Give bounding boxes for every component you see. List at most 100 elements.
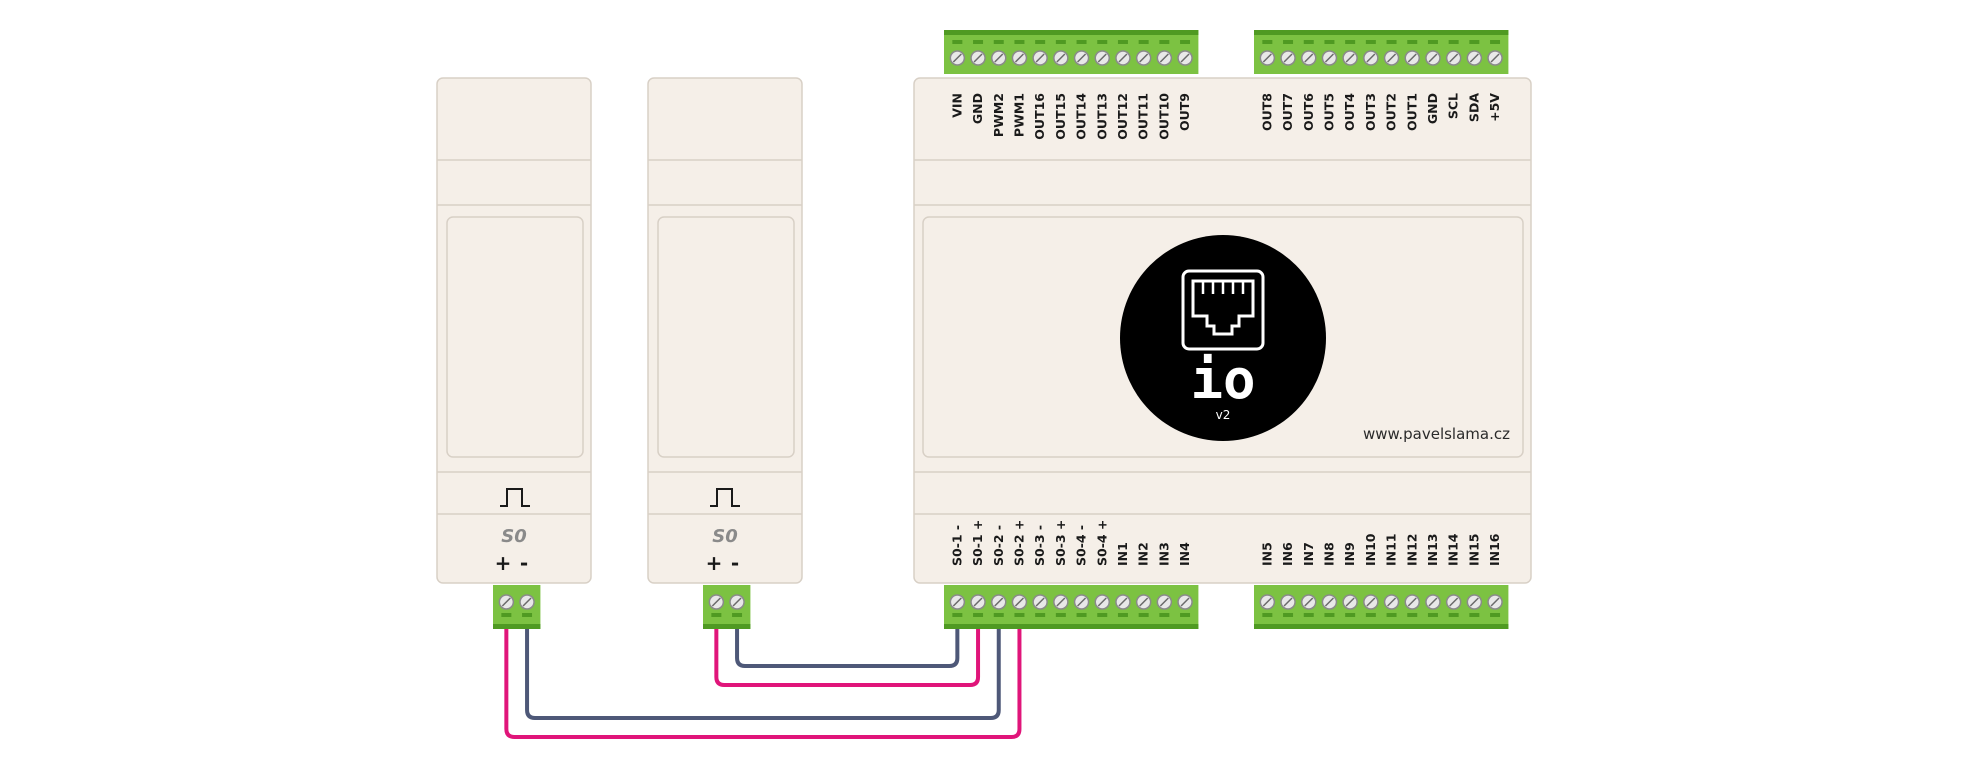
io-module: io v2 www.pavelslama.cz: [913, 77, 1532, 584]
terminal-body: [1254, 585, 1509, 629]
screw-slot: [1056, 597, 1066, 607]
pin-label: IN5: [1259, 542, 1274, 566]
screw-slot: [1014, 597, 1024, 607]
screw-slot: [994, 597, 1004, 607]
terminal-tab: [1014, 40, 1025, 44]
screw-slot: [973, 597, 983, 607]
terminal-tab: [993, 40, 1004, 44]
screw-slot: [1139, 597, 1149, 607]
terminal-tab: [1283, 40, 1294, 44]
meter-1-plus-label: +: [495, 551, 512, 575]
screw-slot: [1345, 53, 1355, 63]
terminal-tab: [1097, 613, 1108, 617]
terminal-tab: [1117, 40, 1128, 44]
screw-slot: [1449, 53, 1459, 63]
pin-label: GND: [1425, 93, 1440, 124]
terminal-tab: [711, 613, 722, 617]
pin-label: OUT9: [1177, 93, 1192, 131]
terminal-tab: [732, 613, 743, 617]
terminal-tab: [1159, 40, 1170, 44]
terminal-body: [944, 30, 1199, 74]
wire-meter-1-minus: [525, 618, 1001, 720]
pin-label: OUT16: [1032, 93, 1047, 140]
wires: [504, 618, 1022, 739]
terminal-body: [703, 585, 751, 629]
terminal-tab: [952, 40, 963, 44]
bottom-right-terminal-block: [1254, 585, 1509, 629]
pin-label: SDA: [1466, 93, 1481, 122]
screw-slot: [1159, 597, 1169, 607]
s0-meter-1: S0 + -: [436, 77, 592, 584]
io-version-label: v2: [1216, 408, 1231, 422]
pin-label: OUT8: [1259, 93, 1274, 131]
pin-label: OUT10: [1156, 93, 1171, 140]
pin-label: IN11: [1384, 533, 1399, 566]
terminal-tab: [1407, 613, 1418, 617]
pin-label: OUT5: [1321, 93, 1336, 131]
screw-slot: [1428, 53, 1438, 63]
terminal-tab: [1427, 40, 1438, 44]
pin-label: S0-3 -: [1032, 525, 1047, 566]
screw-slot: [1469, 597, 1479, 607]
terminal-tab: [1262, 40, 1273, 44]
square-pulse-icon: [710, 488, 740, 507]
pin-label: S0-2 +: [1011, 520, 1026, 566]
pin-label: VIN: [949, 93, 964, 118]
terminal-tab: [1345, 613, 1356, 617]
screw-slot: [1097, 597, 1107, 607]
terminal-tab: [1014, 613, 1025, 617]
pin-label: IN16: [1487, 533, 1502, 566]
terminal-body: [1254, 30, 1509, 74]
terminal-tab: [1303, 40, 1314, 44]
pin-label: OUT3: [1363, 93, 1378, 131]
pin-label: OUT14: [1074, 93, 1089, 140]
terminal-tab: [1427, 613, 1438, 617]
meter-1-s0-label: S0: [501, 526, 527, 547]
pin-label: PWM2: [991, 93, 1006, 137]
pin-label: OUT6: [1301, 93, 1316, 131]
terminal-tab: [501, 613, 512, 617]
screw-slot: [732, 597, 742, 607]
website-label: www.pavelslama.cz: [1363, 425, 1510, 443]
meter-1-terminal-block: [493, 585, 541, 629]
terminal-tab: [1159, 613, 1170, 617]
meter-1-minus-label: -: [520, 551, 528, 575]
screw-slot: [1387, 597, 1397, 607]
pin-label: IN15: [1466, 533, 1481, 566]
pin-label: IN14: [1446, 533, 1461, 566]
pin-label: OUT13: [1094, 93, 1109, 140]
terminal-tab: [1345, 40, 1356, 44]
screw-slot: [1324, 597, 1334, 607]
terminal-tab: [1469, 613, 1480, 617]
terminal-tab: [1035, 40, 1046, 44]
terminal-tab: [1076, 40, 1087, 44]
screw-slot: [1118, 53, 1128, 63]
pin-label: OUT15: [1053, 93, 1068, 140]
screw-slot: [1324, 53, 1334, 63]
pin-label: IN9: [1342, 542, 1357, 566]
terminal-tab: [1055, 40, 1066, 44]
square-pulse-icon: [500, 488, 530, 507]
screw-slot: [1366, 597, 1376, 607]
screw-slot: [1118, 597, 1128, 607]
terminal-tab: [1386, 613, 1397, 617]
terminal-tab: [1138, 613, 1149, 617]
screw-slot: [1056, 53, 1066, 63]
wire-meter-2-plus: [714, 618, 981, 687]
screw-slot: [1077, 53, 1087, 63]
pin-label: OUT2: [1384, 93, 1399, 131]
terminal-tab: [1117, 613, 1128, 617]
pin-label: IN4: [1177, 542, 1192, 566]
pin-label: IN8: [1321, 542, 1336, 566]
screw-slot: [1139, 53, 1149, 63]
screw-slot: [952, 597, 962, 607]
screw-slot: [1304, 597, 1314, 607]
wire-meter-1-plus: [504, 618, 1022, 739]
terminal-tab: [1490, 613, 1501, 617]
pin-label: IN10: [1363, 533, 1378, 566]
pin-label: OUT7: [1280, 93, 1295, 131]
terminal-tab: [1097, 40, 1108, 44]
terminal-tab: [1055, 613, 1066, 617]
screw-slot: [994, 53, 1004, 63]
screw-slot: [1262, 53, 1272, 63]
